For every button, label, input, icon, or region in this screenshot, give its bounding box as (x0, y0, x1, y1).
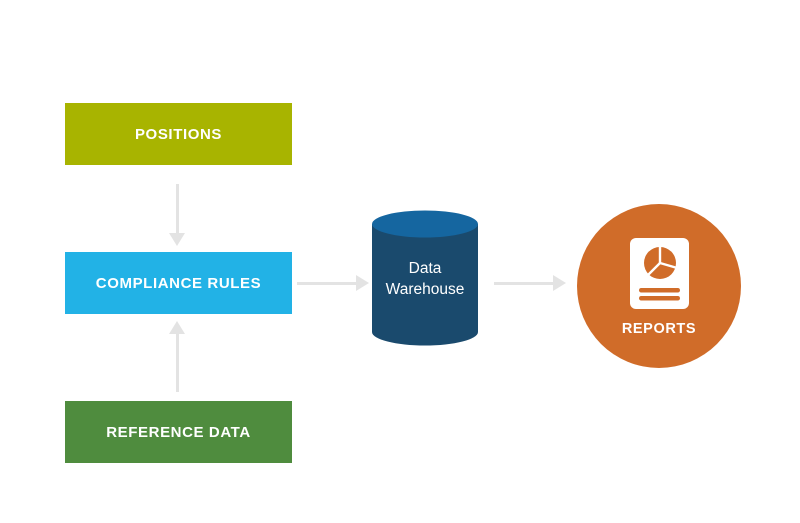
node-reports-label: REPORTS (621, 321, 697, 337)
node-compliance-rules-label: COMPLIANCE RULES (95, 274, 262, 292)
arrow-compliance-to-warehouse-line (297, 282, 357, 285)
node-positions: POSITIONS (65, 103, 292, 165)
data-warehouse-label-line2: Warehouse (385, 281, 465, 298)
node-reference-data: REFERENCE DATA (65, 401, 292, 463)
node-reference-data-label: REFERENCE DATA (106, 423, 251, 441)
cylinder-top (372, 210, 478, 238)
node-data-warehouse-label: Data Warehouse (372, 258, 478, 300)
database-cylinder-icon (372, 210, 478, 346)
report-text-line (638, 296, 680, 301)
arrow-right-icon (553, 275, 566, 291)
arrow-right-icon (356, 275, 369, 291)
node-data-warehouse: Data Warehouse (372, 210, 478, 347)
node-reports: REPORTS (577, 204, 741, 368)
arrow-reference-to-compliance-line (176, 334, 179, 392)
arrow-down-icon (169, 233, 185, 246)
report-document-with-pie-chart-icon (629, 238, 689, 309)
arrow-positions-to-compliance-line (176, 184, 179, 234)
data-warehouse-label-line1: Data (408, 260, 442, 277)
node-positions-label: POSITIONS (134, 125, 223, 143)
pie-chart-slice-lines (647, 247, 676, 276)
arrow-warehouse-to-reports-line (494, 282, 554, 285)
arrow-up-icon (169, 321, 185, 334)
report-text-line (638, 288, 680, 293)
node-compliance-rules: COMPLIANCE RULES (65, 252, 292, 314)
cylinder-body (372, 224, 478, 346)
